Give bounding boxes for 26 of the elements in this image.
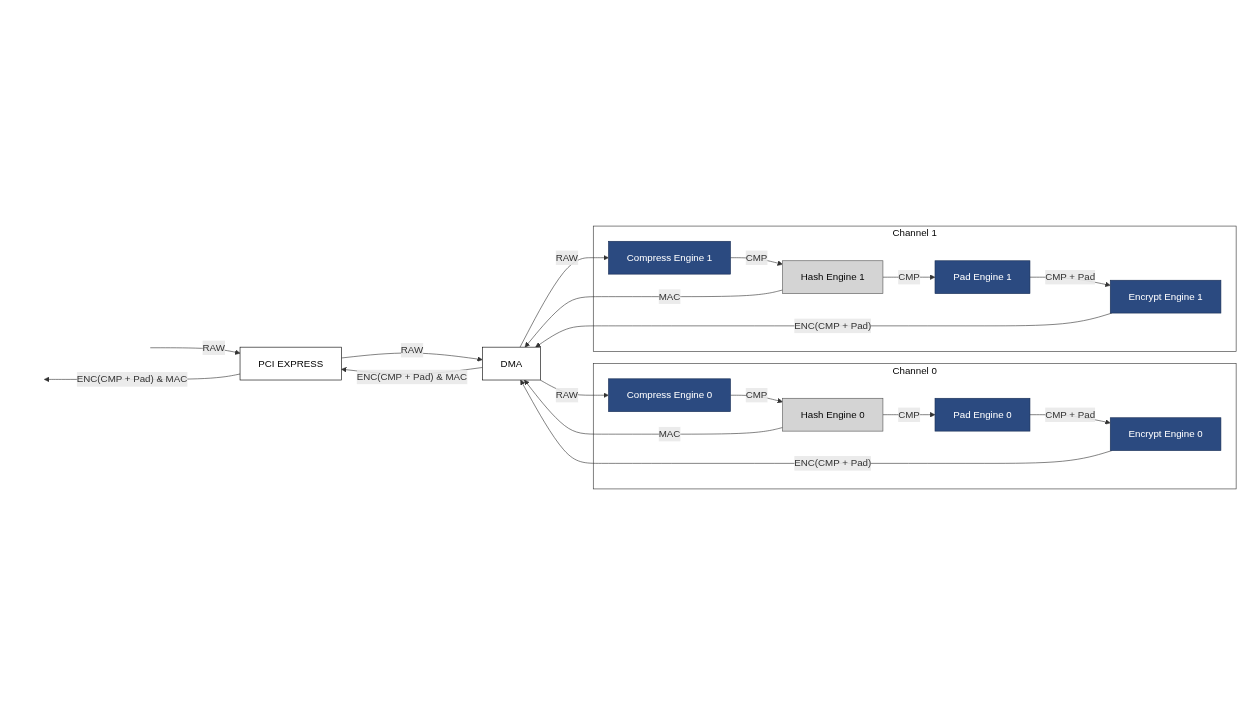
node-box: Encrypt Engine 1 xyxy=(1109,279,1222,314)
edge-label: MAC xyxy=(658,428,681,440)
edge-label: CMP + Pad xyxy=(1045,409,1096,420)
node-box: Hash Engine 1 xyxy=(782,260,884,294)
edge-label: RAW xyxy=(555,389,579,401)
node-box: Pad Engine 1 xyxy=(934,260,1031,294)
edge-label: RAW xyxy=(202,342,225,353)
edge-label: MAC xyxy=(658,291,681,302)
edge-label: CMP xyxy=(898,271,920,283)
node-box: Compress Engine 0 xyxy=(608,378,731,412)
edge-label: RAW xyxy=(400,344,424,356)
edge-label: CMP xyxy=(898,409,920,420)
node-box: DMA xyxy=(482,346,541,381)
node-box: Encrypt Engine 0 xyxy=(1109,417,1222,451)
node-box: Pad Engine 0 xyxy=(934,397,1031,432)
edge-label: CMP + Pad xyxy=(1045,271,1096,283)
edge-label: ENC(CMP + Pad) xyxy=(794,320,872,331)
node-box: Compress Engine 1 xyxy=(608,240,731,275)
edge-label: CMP xyxy=(745,252,768,263)
node-box: PCI EXPRESS xyxy=(239,346,342,381)
edge-label: ENC(CMP + Pad) xyxy=(794,457,872,469)
node-box: Hash Engine 0 xyxy=(782,397,884,432)
edge-label: ENC(CMP + Pad) & MAC xyxy=(76,373,188,385)
edge-label: RAW xyxy=(555,252,579,263)
edge-label: CMP xyxy=(745,389,768,401)
edge-label: ENC(CMP + Pad) & MAC xyxy=(356,371,468,382)
